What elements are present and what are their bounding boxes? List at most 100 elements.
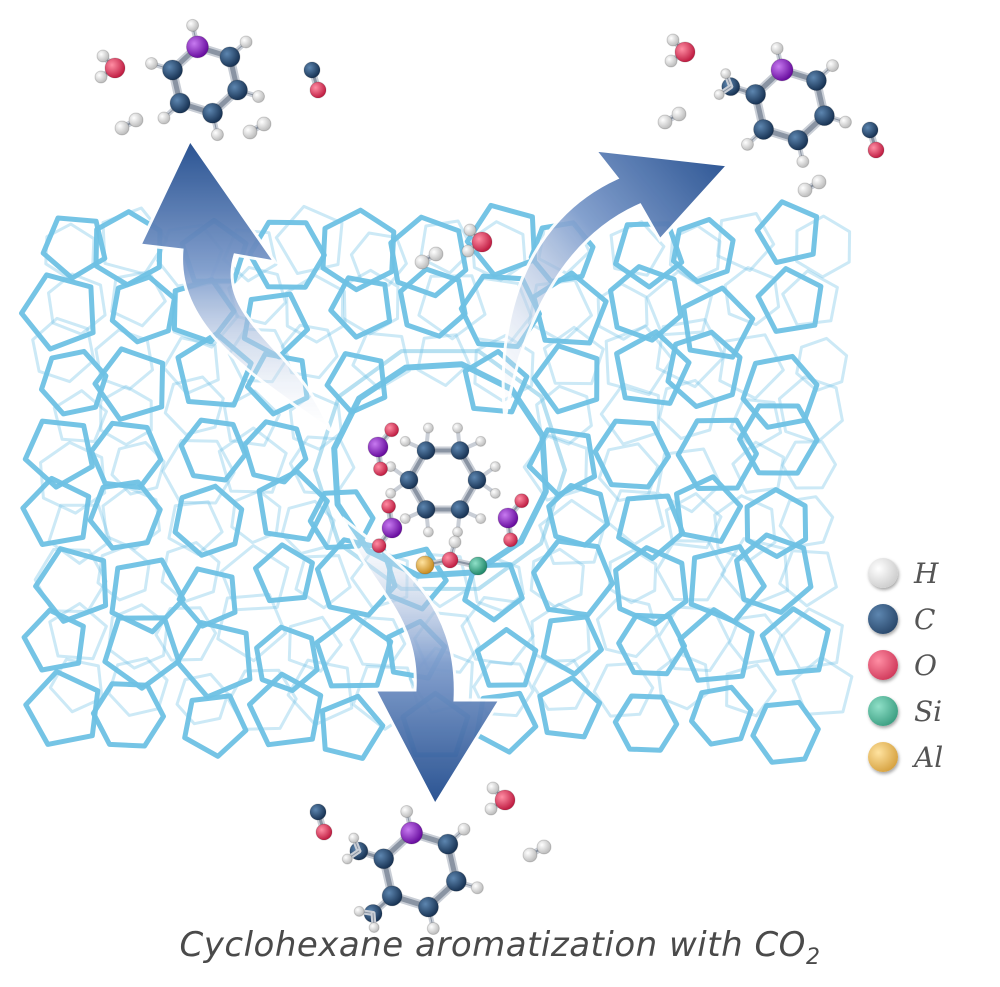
metal-atom <box>381 517 403 539</box>
framework-ring <box>716 212 776 272</box>
hydrogen-atom <box>256 116 272 132</box>
oxygen-atom <box>315 823 333 841</box>
hydrogen-atom <box>489 487 501 499</box>
hydrogen-atom <box>157 111 171 125</box>
silicon-atom-icon <box>868 696 898 726</box>
framework-ring <box>744 487 809 559</box>
carbon-atom <box>373 848 395 870</box>
oxygen-atom <box>867 141 885 159</box>
carbon-atom <box>437 833 459 855</box>
legend-label-si: Si <box>914 694 943 728</box>
carbon-atom-icon <box>868 604 898 634</box>
oxygen-atom <box>674 41 696 63</box>
framework-ring <box>102 615 182 691</box>
hydrogen-atom <box>368 921 380 933</box>
figure-caption: Cyclohexane aromatization with CO2 <box>0 925 1000 970</box>
hydrogen-atom <box>426 922 440 936</box>
framework-ring <box>256 468 330 542</box>
framework-ring <box>20 475 92 547</box>
oxygen-atom <box>441 551 459 569</box>
hydrogen-atom <box>251 90 265 104</box>
hydrogen-atom <box>210 128 224 142</box>
legend-label-al: Al <box>914 740 944 774</box>
framework-ring <box>99 384 153 447</box>
hydrogen-atom <box>422 422 434 434</box>
framework-ring <box>531 658 591 711</box>
hydrogen-atom <box>242 124 258 140</box>
metal-atom <box>497 507 519 529</box>
hydrogen-atom <box>96 49 110 63</box>
framework-ring <box>671 217 736 285</box>
hydrogen-atom <box>463 223 477 237</box>
framework-ring <box>172 483 245 558</box>
hydrogen-atom <box>448 535 462 549</box>
oxygen-atom <box>381 498 397 514</box>
framework-ring <box>319 693 386 761</box>
oxygen-atom <box>373 461 389 477</box>
hydrogen-atom <box>797 182 813 198</box>
hydrogen-atom <box>114 120 130 136</box>
framework-ring <box>313 349 567 591</box>
hydrogen-atom <box>826 59 840 73</box>
carbon-atom <box>202 102 224 124</box>
arrow-upper-right <box>501 148 732 421</box>
framework-ring <box>734 532 814 615</box>
framework-ring <box>286 658 354 727</box>
framework-ring <box>781 607 844 671</box>
caption-text: Cyclohexane aromatization with CO <box>179 925 806 965</box>
carbon-atom <box>226 79 248 101</box>
framework-ring <box>657 378 719 440</box>
framework-ring <box>19 272 96 352</box>
carbon-atom <box>219 46 241 68</box>
hydrogen-atom <box>720 68 732 80</box>
framework-ring <box>535 384 593 446</box>
hydrogen-atom <box>353 905 365 917</box>
metal-atom <box>185 35 209 59</box>
framework-ring <box>48 602 108 661</box>
oxygen-atom-icon <box>868 650 898 680</box>
hydrogen-atom <box>457 822 471 836</box>
framework-ring <box>22 418 95 490</box>
framework-ring <box>23 669 101 747</box>
legend-item-si: Si <box>868 688 998 734</box>
hydrogen-atom <box>671 106 687 122</box>
framework-ring <box>227 668 298 731</box>
hydrogen-atom <box>145 56 159 70</box>
legend-item-o: O <box>868 642 998 688</box>
hydrogen-atom <box>186 18 200 32</box>
hydrogen-atom <box>489 461 501 473</box>
hydrogen-atom <box>414 254 430 270</box>
hydrogen-atom <box>713 89 725 101</box>
framework-ring <box>616 612 687 677</box>
hydrogen-atom <box>486 781 500 795</box>
framework-ring <box>713 494 777 563</box>
framework-ring <box>592 661 655 718</box>
framework-ring <box>592 418 671 490</box>
hydrogen-atom <box>461 244 475 258</box>
framework-ring <box>614 329 692 406</box>
framework-ring <box>349 616 407 668</box>
hydrogen-atom <box>341 853 353 865</box>
framework-ring <box>655 318 726 389</box>
framework-ring <box>664 492 723 550</box>
framework-ring <box>328 275 393 340</box>
oxygen-atom <box>503 532 519 548</box>
framework-ring <box>47 272 107 336</box>
carbon-atom <box>381 885 403 907</box>
framework-ring <box>689 684 754 747</box>
legend-item-al: Al <box>868 734 998 780</box>
hydrogen-atom <box>422 526 434 538</box>
hydrogen-atom <box>664 54 678 68</box>
framework-ring <box>242 419 309 485</box>
zeolite-framework <box>19 199 854 765</box>
arrow-down <box>342 516 503 809</box>
framework-ring <box>795 214 852 279</box>
hydrogen-atom <box>452 526 464 538</box>
hydrogen-atom <box>128 112 144 128</box>
hydrogen-atom <box>740 137 754 151</box>
hydrogen-atom <box>522 847 538 863</box>
framework-ring <box>608 264 684 343</box>
hydrogen-atom <box>94 70 108 84</box>
caption-subscript: 2 <box>805 944 821 970</box>
framework-ring <box>607 548 658 605</box>
